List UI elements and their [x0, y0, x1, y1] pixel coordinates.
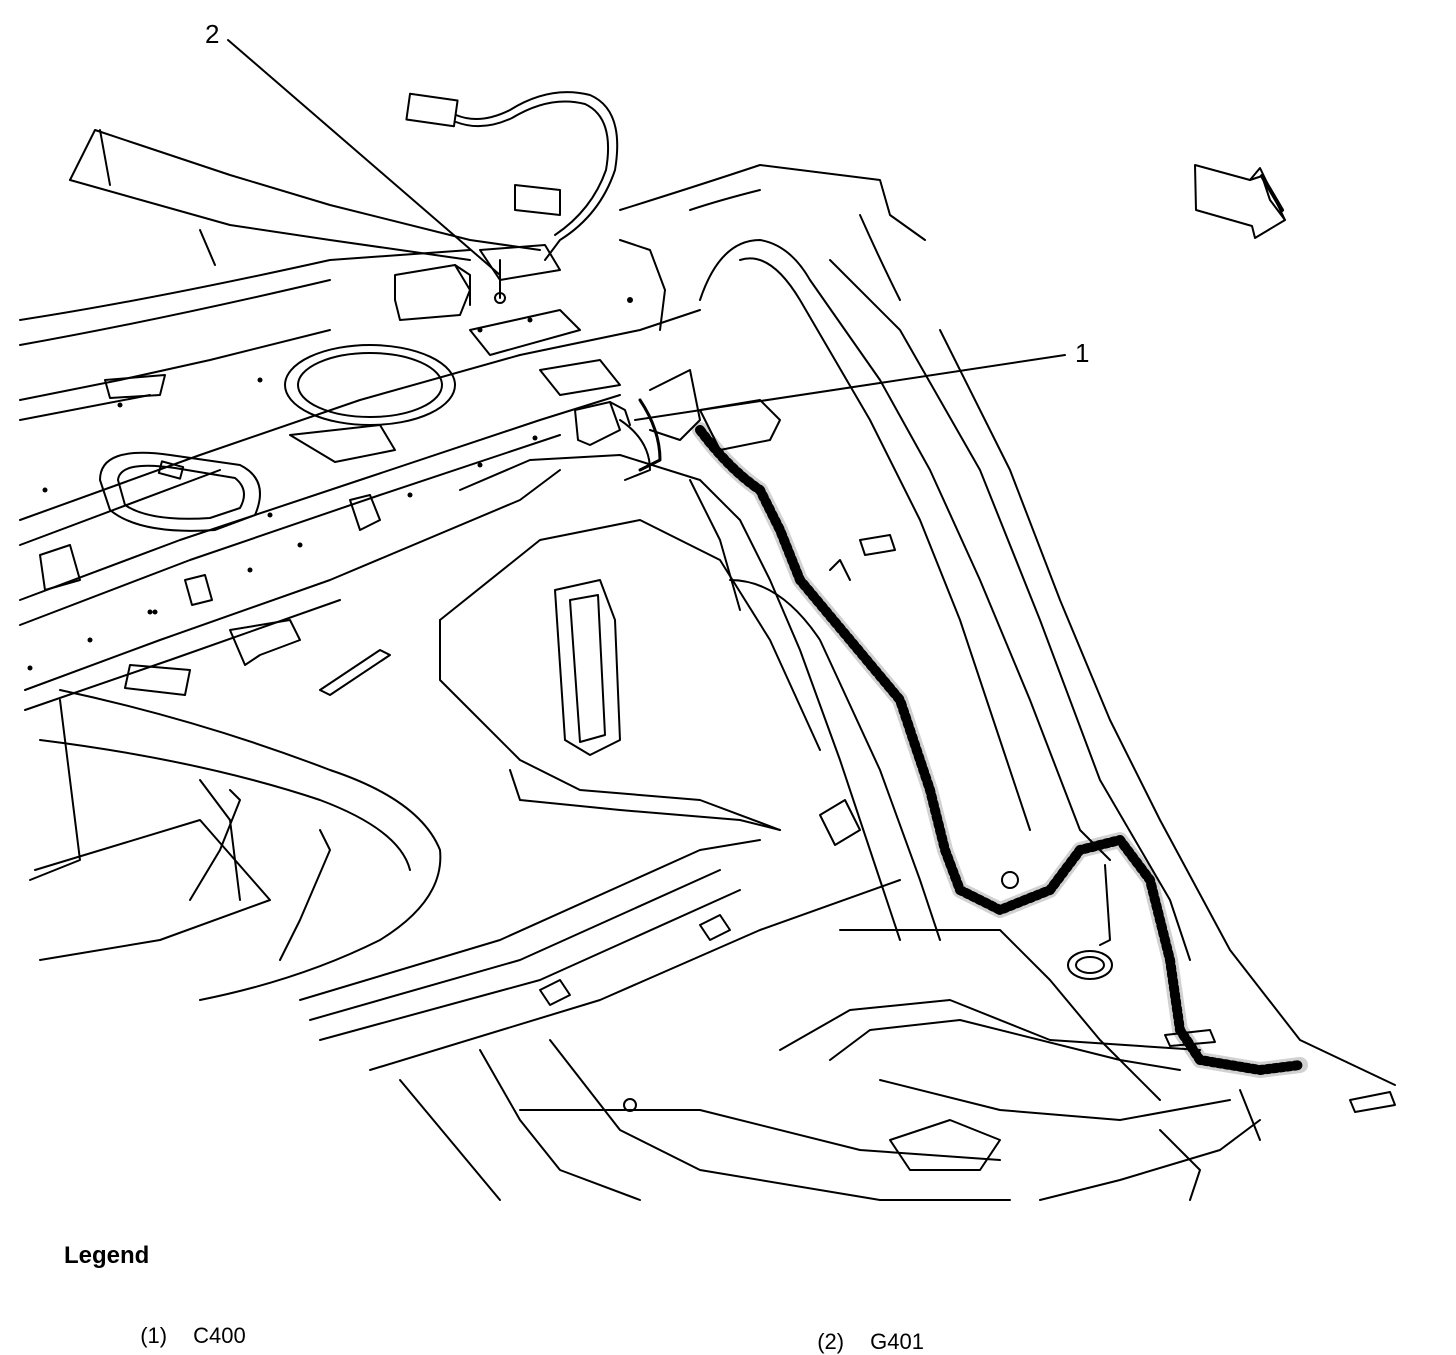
- brackets-and-holes: [124, 494, 1396, 1113]
- front-direction-arrow-icon: [1194, 164, 1286, 239]
- legend-entry-2: (2) G401: [805, 1303, 924, 1355]
- leader-line-1: [634, 354, 1066, 421]
- leader-line-2: [227, 39, 501, 276]
- top-connector-harness: [405, 91, 666, 331]
- shelf-openings: [39, 344, 621, 591]
- legend-entry-number: (1): [140, 1323, 168, 1348]
- wheel-house: [439, 454, 941, 941]
- callout-number-2: 2: [205, 19, 220, 49]
- legend-entry-value: G401: [870, 1329, 924, 1354]
- legend-title: Legend: [64, 1242, 150, 1269]
- legend-entry-1: (1) C400: [128, 1297, 246, 1349]
- package-shelf: [19, 129, 701, 711]
- trunk-floor: [29, 689, 1261, 1201]
- callout-number-1: 1: [1075, 338, 1090, 368]
- vehicle-rear-compartment-diagram: [19, 39, 1396, 1201]
- legend-entry-number: (2): [817, 1329, 845, 1354]
- ground-g401: [394, 244, 581, 356]
- connector-c400: [574, 369, 701, 481]
- legend-entry-value: C400: [193, 1323, 246, 1348]
- quarter-panel: [619, 164, 1396, 1086]
- wiring-harness-conduit: [638, 398, 1308, 1078]
- shelf-dots: [27, 297, 633, 671]
